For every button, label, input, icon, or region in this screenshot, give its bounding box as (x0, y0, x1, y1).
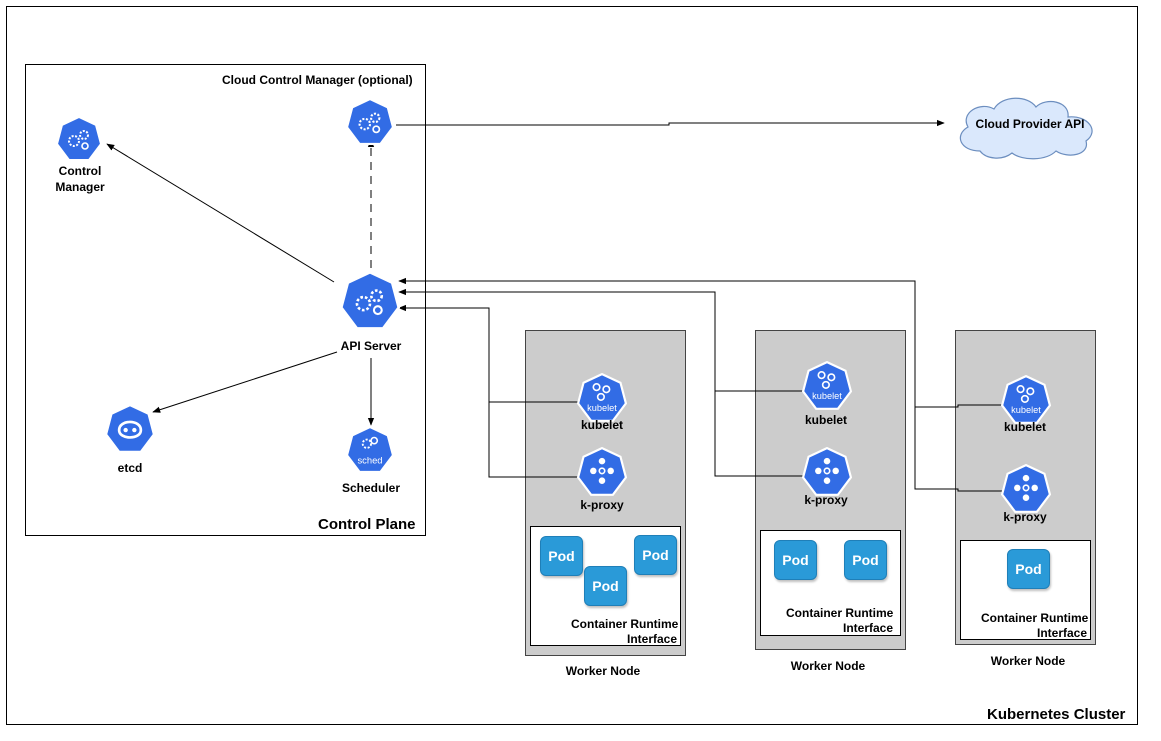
node1-kubelet-icon: kubelet (577, 373, 627, 422)
cloud-icon (959, 97, 1093, 160)
node1-cri-label-line1: Container Runtime (571, 617, 679, 631)
scheduler-label: Scheduler (341, 481, 401, 495)
node2-cri-label-line2: Interface (843, 621, 894, 635)
pod-node2-a: Pod (774, 540, 817, 580)
pod-node2-b: Pod (844, 540, 887, 580)
pod-node3-a: Pod (1007, 549, 1050, 589)
cloud-control-manager-icon (346, 98, 394, 145)
pod-node1-a: Pod (540, 536, 583, 576)
edge-node3-to-api (398, 277, 1004, 408)
etcd-label: etcd (117, 461, 143, 475)
edge-node1-kproxy (488, 402, 580, 478)
worker-node-2-label: Worker Node (790, 659, 866, 673)
control-manager-label-line1: Control (58, 164, 102, 178)
node2-kubelet-label: kubelet (804, 413, 848, 427)
edge-node3-kproxy (914, 407, 1005, 492)
pod-node1-c: Pod (584, 566, 627, 606)
worker-node-3-label: Worker Node (990, 654, 1066, 668)
kubelet-badge-text: kubelet (1011, 405, 1041, 415)
node3-kubelet-label: kubelet (1003, 420, 1047, 434)
kubelet-badge-text: kubelet (812, 391, 842, 401)
control-plane-label: Control Plane (318, 516, 416, 533)
node3-cri-label-line2: Interface (1037, 626, 1088, 640)
edge-node2-kproxy (714, 391, 805, 477)
node2-kproxy-label: k-proxy (804, 493, 848, 507)
node1-kproxy-icon (577, 447, 627, 496)
cloud-provider-api-label: Cloud Provider API (975, 117, 1085, 131)
api-server-label: API Server (340, 339, 402, 353)
node1-kproxy-label: k-proxy (580, 498, 624, 512)
control-plane-frame (25, 64, 426, 536)
node1-cri-label-line2: Interface (627, 632, 678, 646)
edge-node1-kubelet-kproxy-to-api (398, 304, 580, 403)
node1-kubelet-label: kubelet (580, 418, 624, 432)
node2-kubelet-icon: kubelet (802, 361, 852, 410)
node3-cri-label-line1: Container Runtime (981, 611, 1089, 625)
pod-node1-b: Pod (634, 535, 677, 575)
node3-kproxy-icon (1001, 464, 1051, 513)
node3-kubelet-icon: kubelet (1001, 375, 1051, 424)
control-manager-icon (56, 116, 102, 161)
control-manager-label-line2: Manager (55, 180, 105, 194)
node2-cri-label-line1: Container Runtime (786, 606, 894, 620)
node3-kproxy-label: k-proxy (1003, 510, 1047, 524)
edge-node2-to-api (398, 288, 805, 392)
worker-node-1-label: Worker Node (565, 664, 641, 678)
kubernetes-cluster-label: Kubernetes Cluster (987, 706, 1126, 723)
sched-badge-text: sched (357, 455, 382, 466)
node2-kproxy-icon (802, 447, 852, 496)
kubernetes-cluster-frame (6, 6, 1138, 725)
edge-api-to-etcd (152, 351, 338, 413)
edge-api-to-control-manager (106, 143, 335, 283)
kubelet-badge-text: kubelet (587, 403, 617, 413)
edge-ccm-to-cloud (396, 119, 945, 127)
etcd-icon (105, 404, 155, 453)
api-server-icon (340, 271, 400, 330)
scheduler-icon: sched (346, 426, 394, 473)
cloud-control-manager-label: Cloud Control Manager (optional) (222, 73, 413, 87)
